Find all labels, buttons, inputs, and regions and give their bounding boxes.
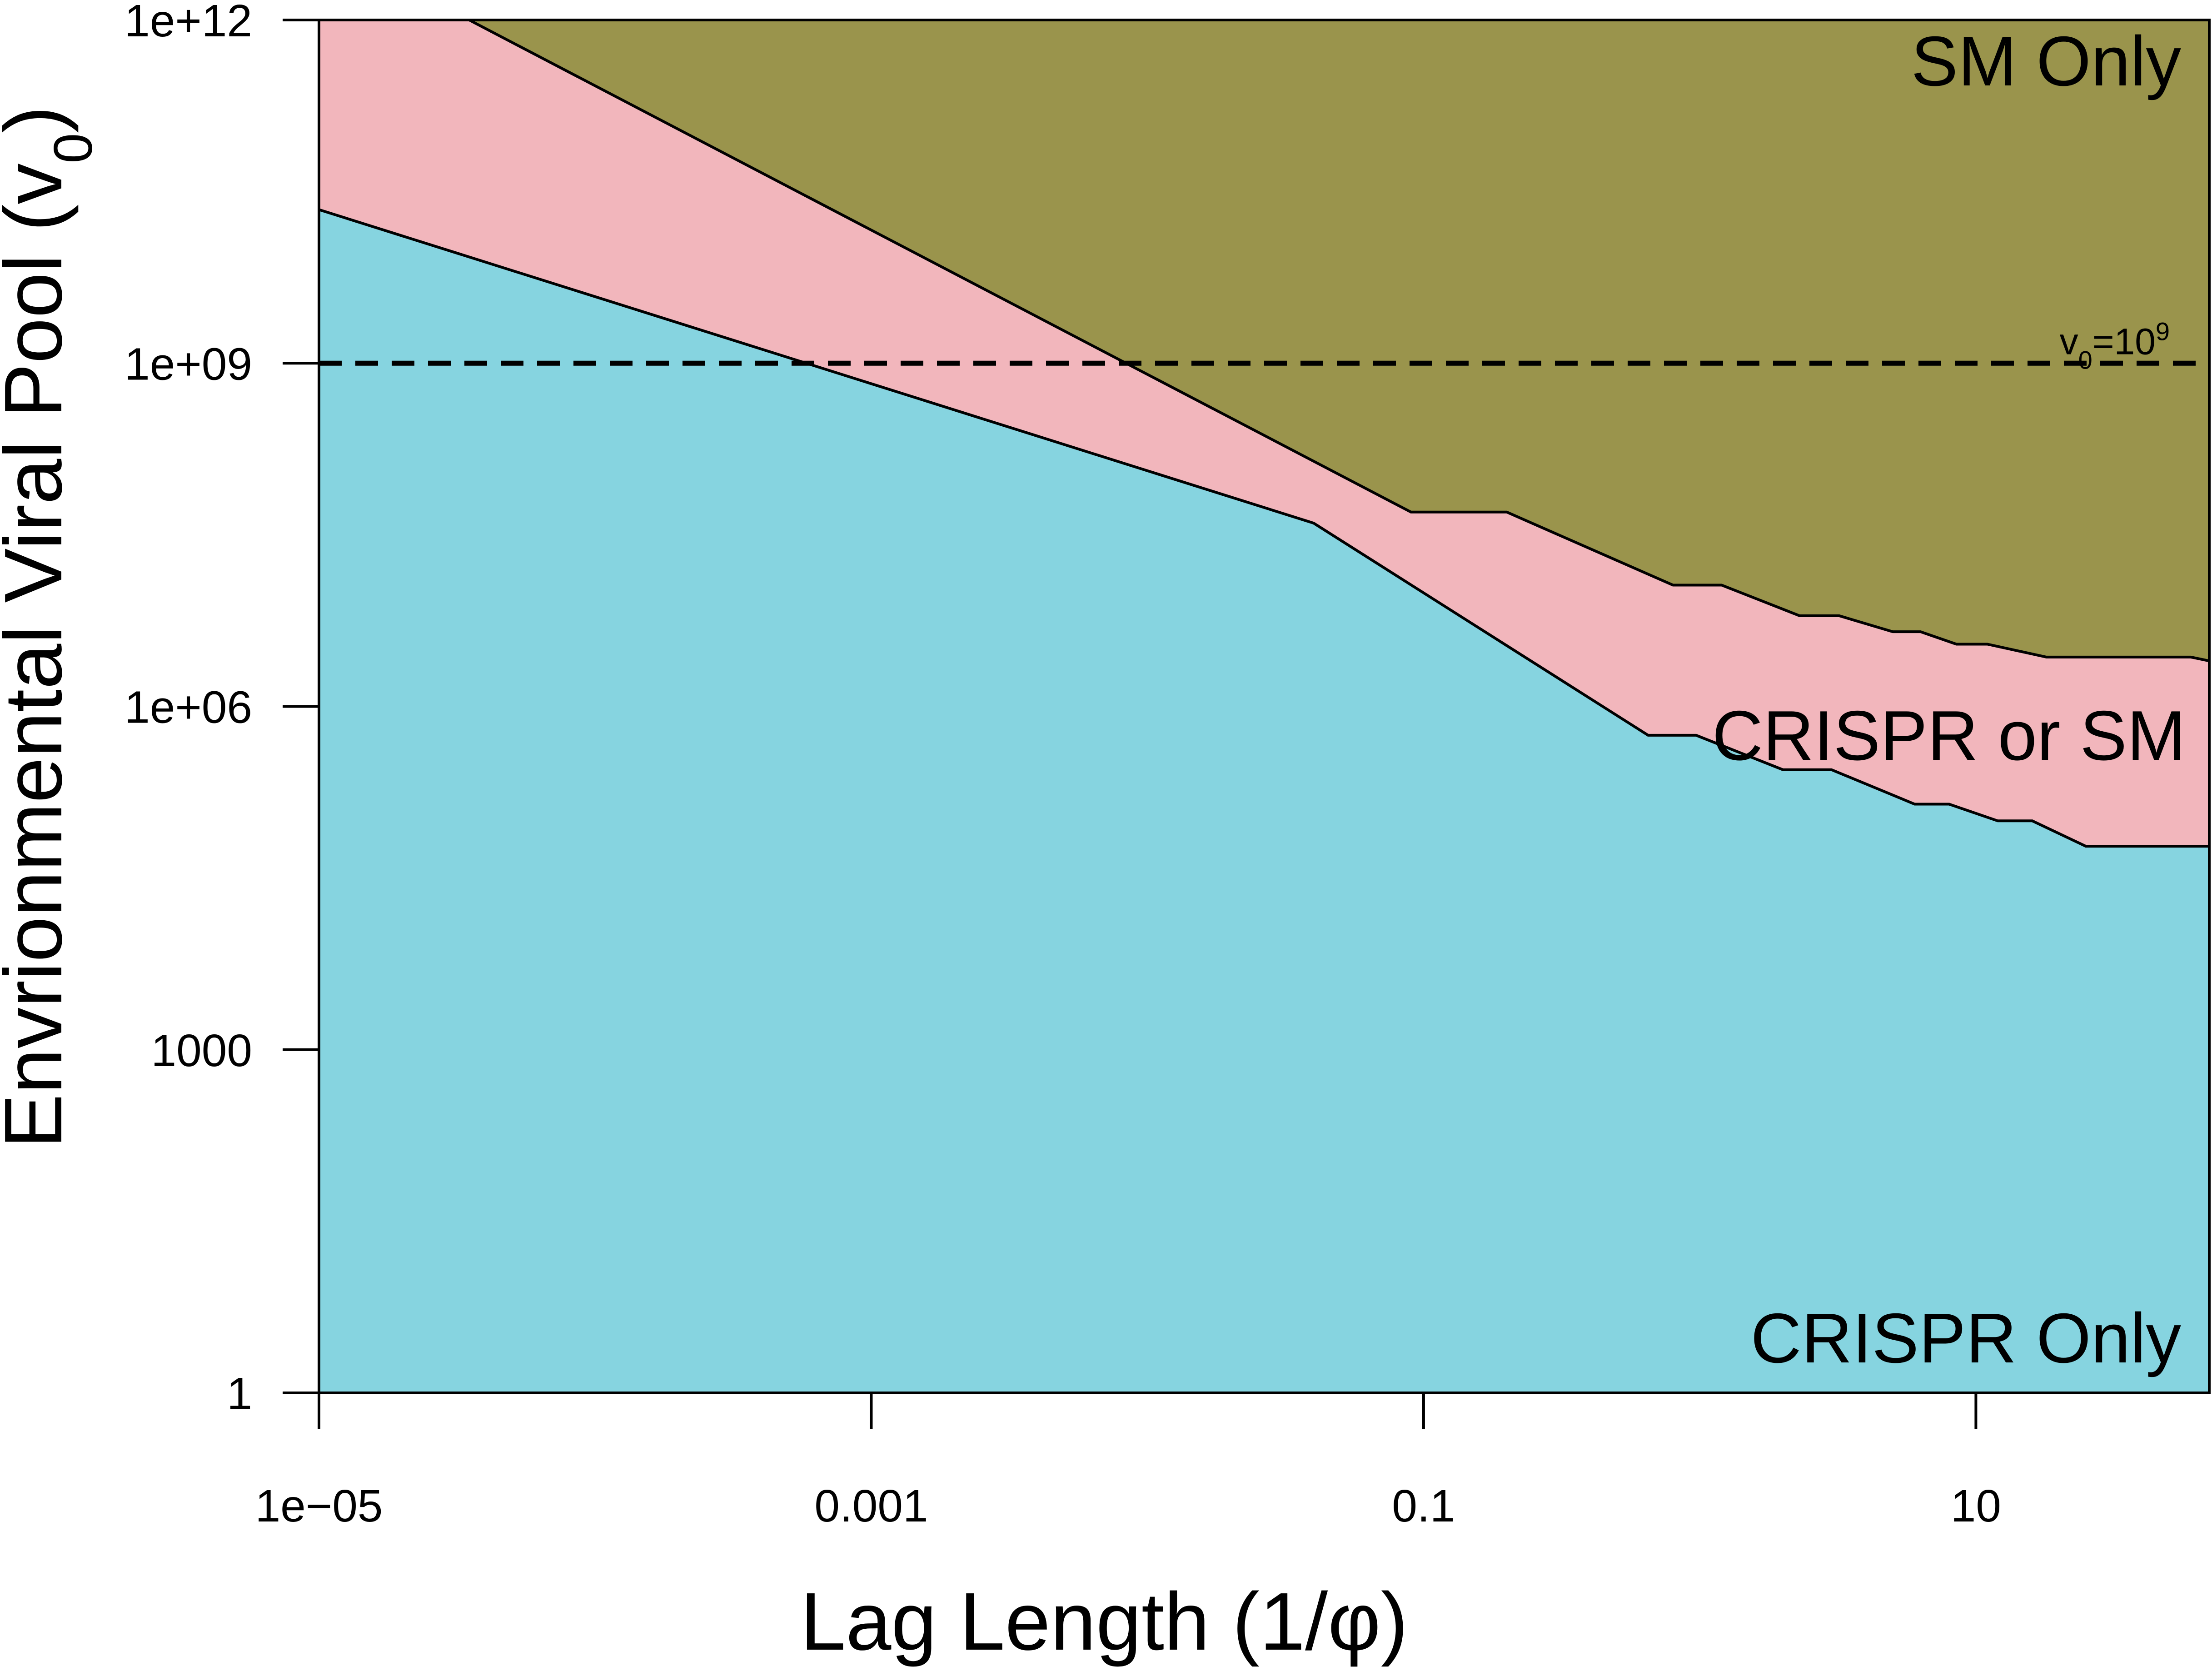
- y-axis-title-main: Envrionmental Viral Pool (v: [0, 164, 79, 1149]
- region-label-crispr-only: CRISPR Only: [1751, 1299, 2182, 1377]
- y-axis-title-close: ): [0, 106, 79, 133]
- ref-label-eq: =10: [2092, 321, 2156, 362]
- ref-label-sup: 9: [2156, 317, 2170, 345]
- y-tick-label: 1: [227, 1368, 252, 1419]
- ref-label-sub: 0: [2078, 345, 2092, 374]
- x-tick-label: 0.001: [814, 1481, 928, 1531]
- y-axis-title-sub: 0: [43, 133, 104, 164]
- ref-label-main: v: [2060, 321, 2078, 362]
- y-tick-label: 1e+12: [125, 0, 252, 46]
- y-axis-title: Envrionmental Viral Pool (v0): [0, 106, 104, 1148]
- y-axis: 1 1000 1e+06 1e+09 1e+12: [125, 0, 320, 1419]
- lower-boundary-line: [319, 208, 2209, 848]
- crispr-only-region: [319, 209, 2209, 1393]
- plot-area: [318, 19, 2211, 1394]
- x-tick-label: 10: [1951, 1481, 2001, 1531]
- y-tick-label: 1e+09: [125, 339, 252, 389]
- x-tick-label: 1e−05: [255, 1481, 383, 1531]
- region-label-sm-only: SM Only: [1911, 22, 2182, 100]
- x-axis-title: Lag Length (1/φ): [800, 1576, 1408, 1667]
- y-tick-label: 1e+06: [125, 682, 252, 733]
- region-label-crispr-or-sm: CRISPR or SM: [1712, 696, 2186, 775]
- reference-line-label: v0=109: [2060, 317, 2170, 374]
- x-axis: 1e−05 0.001 0.1 10: [255, 1392, 2001, 1531]
- y-tick-label: 1000: [151, 1025, 252, 1076]
- upper-boundary-line: [319, 19, 2210, 663]
- x-tick-label: 0.1: [1392, 1481, 1455, 1531]
